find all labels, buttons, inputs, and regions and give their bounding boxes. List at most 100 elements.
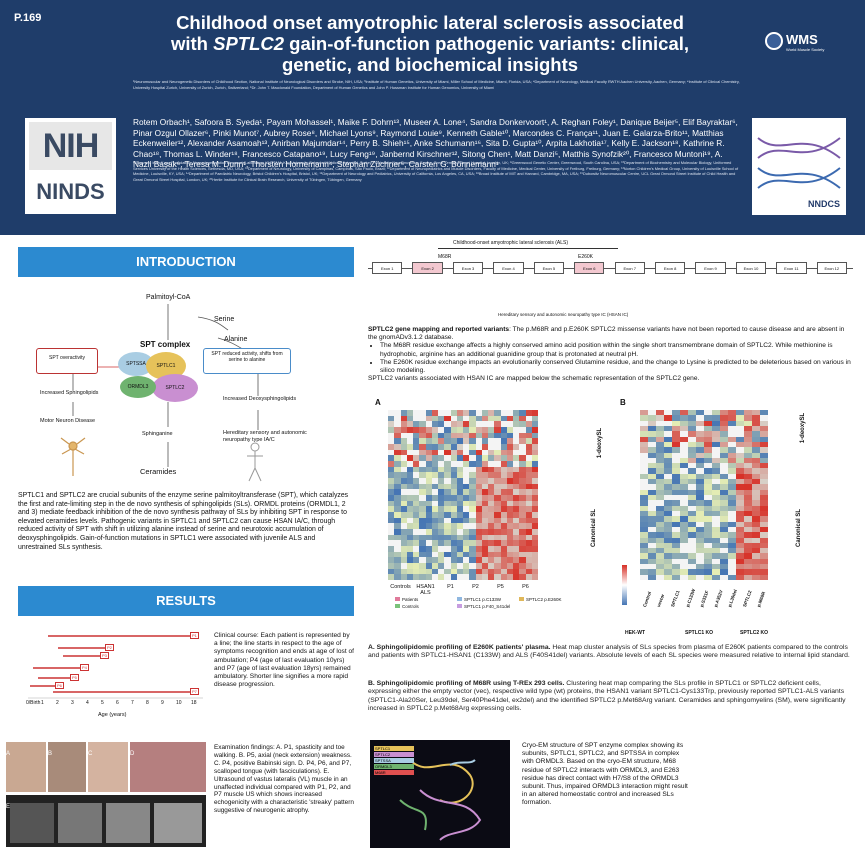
heatmap-cell <box>704 431 713 437</box>
heatmap-cell <box>760 564 769 570</box>
heatmap-cell <box>664 463 673 469</box>
heatmap-cell <box>494 495 501 501</box>
heatmap-cell <box>463 410 470 416</box>
heatmap-cell <box>500 540 508 547</box>
heatmap-cell <box>712 447 721 453</box>
heatmap-cell <box>656 548 665 554</box>
heatmap-cell <box>488 523 495 530</box>
heatmap-cell <box>656 436 665 443</box>
heatmap-cell <box>450 483 458 490</box>
heatmap-cell <box>519 512 526 518</box>
heatmap-cell <box>413 551 420 558</box>
heatmap-cell <box>506 449 514 456</box>
heatmap-b-side-label-2: Canonical SL <box>796 508 803 548</box>
heatmap-cell <box>450 449 458 456</box>
heatmap-cell <box>456 546 464 552</box>
heatmap-cell <box>394 500 401 507</box>
heatmap-cell <box>720 463 729 469</box>
heatmap-cell <box>475 529 483 535</box>
heatmap-cell <box>704 425 713 432</box>
heatmap-cell <box>488 410 495 416</box>
heatmap-cell <box>450 512 458 518</box>
introduction-text: SPTLC1 and SPTLC2 are crucial subunits o… <box>18 492 349 551</box>
heatmap-cell <box>720 564 729 570</box>
heatmap-cell <box>500 483 508 490</box>
heatmap-cell <box>728 410 737 416</box>
heatmap-cell <box>531 483 539 490</box>
heatmap-cell <box>720 553 729 560</box>
heatmap-cell <box>406 557 414 564</box>
bullet-e260k: The E260K residue exchange impacts an ev… <box>380 359 853 375</box>
heatmap-cell <box>413 438 420 445</box>
heatmap-cell <box>696 415 705 421</box>
heatmap-cell <box>672 505 681 512</box>
heatmap-cell <box>720 532 729 538</box>
heatmap-cell <box>388 483 395 490</box>
heatmap-cell <box>431 472 439 479</box>
wms-logo: WMS World Muscle Society <box>765 30 841 54</box>
heatmap-cell <box>688 532 697 538</box>
heatmap-cell <box>444 461 451 467</box>
heatmap-cell <box>394 512 401 518</box>
heatmap-cell <box>494 432 501 439</box>
heatmap-cell <box>494 523 501 530</box>
heatmap-cell <box>664 431 673 437</box>
heatmap-cell <box>488 455 495 462</box>
heatmap-cell <box>760 521 769 528</box>
heatmap-cell <box>406 563 414 569</box>
heatmap-cell <box>752 425 761 432</box>
heatmap-cell <box>506 415 514 422</box>
heatmap-cell <box>728 420 737 427</box>
heatmap-cell <box>712 420 721 427</box>
heatmap-cell <box>664 564 673 570</box>
heatmap-cell <box>431 568 439 575</box>
timeline-tick: 2 <box>56 700 59 706</box>
heatmap-cell <box>704 473 713 480</box>
photo-e-label: E <box>6 804 11 810</box>
heatmap-cell <box>438 466 445 473</box>
heatmap-cell <box>438 427 445 433</box>
heatmap-cell <box>531 563 539 569</box>
heatmap-cell <box>712 425 721 432</box>
timeline-tick: 8 <box>146 700 149 706</box>
heatmap-cell <box>648 452 657 459</box>
heatmap-cell <box>519 483 526 490</box>
heatmap-cell <box>648 420 657 427</box>
heatmap-cell <box>406 489 414 496</box>
heatmap-cell <box>525 546 533 552</box>
heatmap-cell <box>444 574 451 581</box>
heatmap-cell <box>664 436 673 443</box>
heatmap-cell <box>525 421 533 428</box>
heatmap-cell <box>736 457 745 464</box>
heatmap-cell <box>640 415 649 421</box>
heatmap-cell <box>469 557 476 564</box>
heatmap-cell <box>728 526 737 533</box>
alanine-label: Alanine <box>224 336 248 343</box>
heatmap-cell <box>648 526 657 533</box>
heatmap-cell <box>704 548 713 554</box>
heatmap-cell <box>672 569 681 575</box>
heatmap-cell <box>431 557 439 564</box>
sphingolipid-pathway-diagram: Palmitoyl-CoA Serine Alanine SPT complex… <box>18 282 354 482</box>
heatmap-cell <box>640 500 649 506</box>
heatmap-cell <box>712 452 721 459</box>
heatmap-cell <box>413 444 420 450</box>
heatmap-cell <box>475 523 483 530</box>
heatmap-cell <box>469 500 476 507</box>
heatmap-cell <box>680 564 689 570</box>
heatmap-cell <box>696 574 705 581</box>
heatmap-cell <box>413 568 420 575</box>
heatmap-cell <box>640 537 649 544</box>
heatmap-cell <box>450 574 458 581</box>
heatmap-cell <box>760 457 769 464</box>
heatmap-cell <box>525 478 533 484</box>
heatmap-cell <box>438 455 445 462</box>
heatmap-cell <box>506 563 514 569</box>
heatmap-cell <box>752 510 761 517</box>
heatmap-cell <box>672 542 681 549</box>
heatmap-cell <box>688 410 697 416</box>
heatmap-cell <box>463 495 470 501</box>
heatmap-cell <box>500 506 508 513</box>
heatmap-cell <box>720 420 729 427</box>
